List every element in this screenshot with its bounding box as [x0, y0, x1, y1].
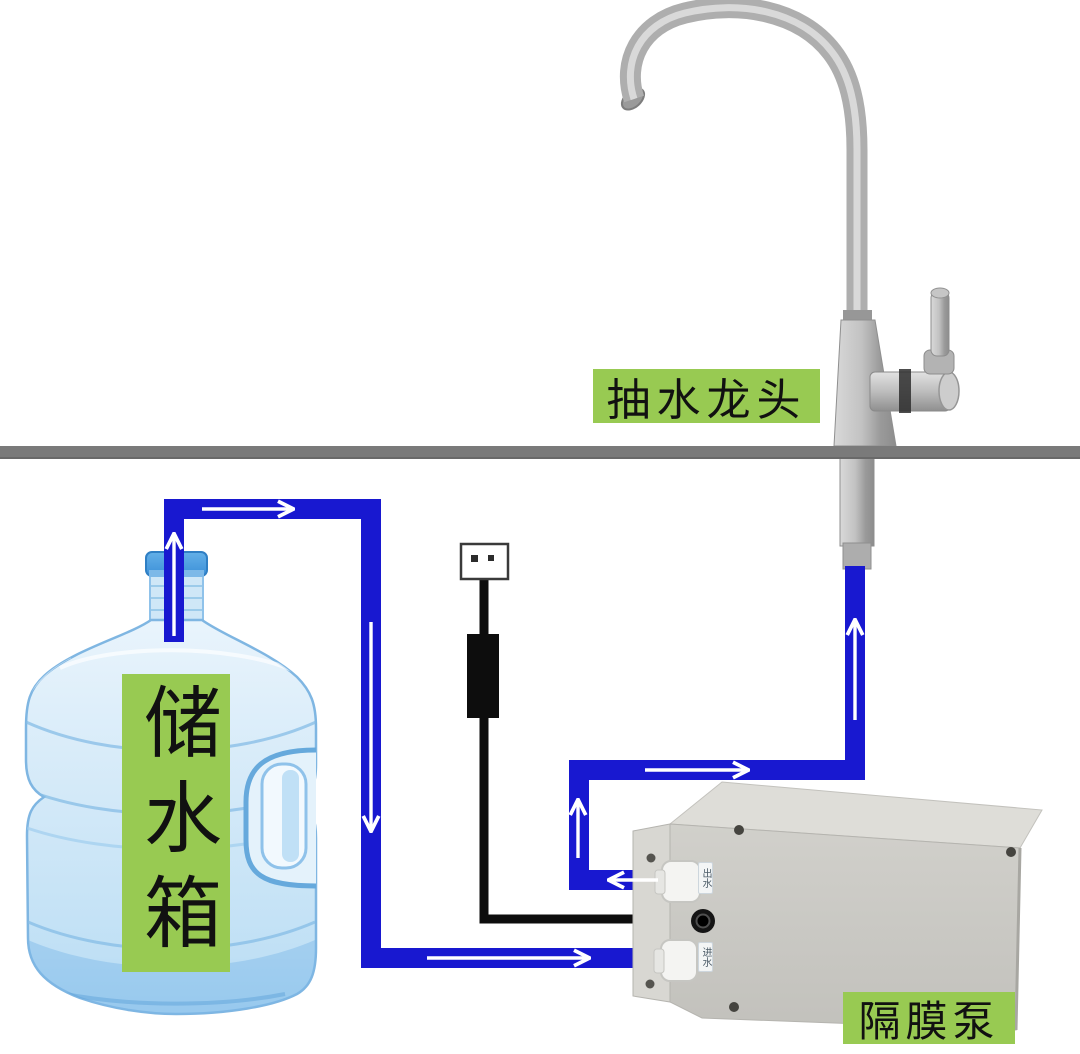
pump-screw [729, 1002, 739, 1012]
pump-inlet-collar [653, 948, 665, 974]
faucet-handle-lever [930, 291, 950, 357]
power-assembly [459, 542, 698, 924]
power-plug [459, 542, 510, 581]
faucet-gooseneck-highlight [626, 4, 861, 332]
faucet-gooseneck [619, 0, 868, 332]
pump-inlet-fitting [660, 939, 698, 982]
plug-prong-right [488, 555, 494, 561]
pump-outlet-fitting [661, 860, 701, 903]
faucet-valve-ring [899, 369, 911, 413]
faucet-shank-lower [842, 542, 872, 570]
pump-label: 隔膜泵 [843, 992, 1015, 1046]
faucet-label: 抽水龙头 [593, 369, 820, 425]
bottle-handle [243, 747, 317, 889]
countertop-shadow [0, 457, 1080, 459]
pump-outlet-tag: 出水 [698, 862, 713, 894]
pump-screw [645, 979, 655, 989]
power-adapter-block [467, 634, 499, 718]
faucet-handle-tip [930, 287, 950, 299]
countertop-line [0, 446, 1080, 459]
pump-screw [646, 853, 656, 863]
diaphragm-pump [632, 781, 1043, 1031]
pump-right-edge [1014, 847, 1022, 1031]
pump-outlet-collar [654, 869, 666, 895]
faucet-valve-endcap [938, 371, 960, 411]
pump-inlet-tag: 进水 [698, 942, 713, 972]
pump-power-jack-ring [695, 913, 711, 929]
plug-prong-left [471, 555, 478, 562]
faucet-shank [839, 445, 875, 547]
flow-arrows [174, 509, 855, 958]
pump-screw [734, 825, 744, 835]
faucet [619, 0, 960, 570]
tank-label: 储水箱 [122, 674, 230, 972]
pump-screw [1006, 847, 1016, 857]
